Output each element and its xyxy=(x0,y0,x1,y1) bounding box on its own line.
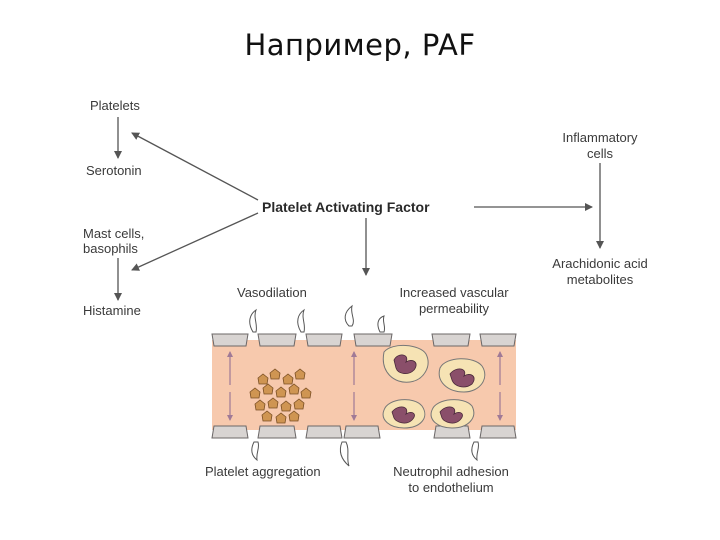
label-serotonin: Serotonin xyxy=(86,163,142,178)
neutrophils xyxy=(382,345,486,429)
flow-arrows xyxy=(114,117,604,301)
endothelium-top xyxy=(211,333,517,347)
label-vasodilation: Vasodilation xyxy=(237,285,307,300)
arrow-paf-mastcells xyxy=(131,212,259,271)
label-inflammatory-cells-2: cells xyxy=(586,146,613,161)
label-inflammatory-cells-1: Inflammatory xyxy=(562,130,638,145)
label-arachidonic-1: Arachidonic acid xyxy=(552,256,648,271)
label-platelet-aggregation: Platelet aggregation xyxy=(205,464,321,479)
neutrophil-3 xyxy=(382,399,426,429)
label-histamine: Histamine xyxy=(83,303,141,318)
label-permeability-2: permeability xyxy=(418,301,490,316)
label-arachidonic-2: metabolites xyxy=(566,272,634,287)
neutrophil-2 xyxy=(438,358,486,393)
neutrophil-1 xyxy=(382,345,429,383)
platelet-aggregate xyxy=(249,368,312,424)
neutrophil-4 xyxy=(430,399,475,429)
fluid-droplets xyxy=(249,304,480,467)
label-basophils: basophils xyxy=(83,241,138,256)
label-platelets: Platelets xyxy=(90,98,140,113)
label-neutrophil-2: to endothelium xyxy=(408,480,494,495)
permeability-arrows xyxy=(227,351,503,421)
label-paf: Platelet Activating Factor xyxy=(262,199,430,215)
label-neutrophil-1: Neutrophil adhesion xyxy=(393,464,509,479)
label-mast-cells: Mast cells, xyxy=(83,226,145,241)
label-permeability-1: Increased vascular xyxy=(399,285,509,300)
endothelium-bottom xyxy=(211,425,517,439)
arrow-paf-platelets xyxy=(131,132,259,201)
slide-title: Например, PAF xyxy=(244,28,476,62)
